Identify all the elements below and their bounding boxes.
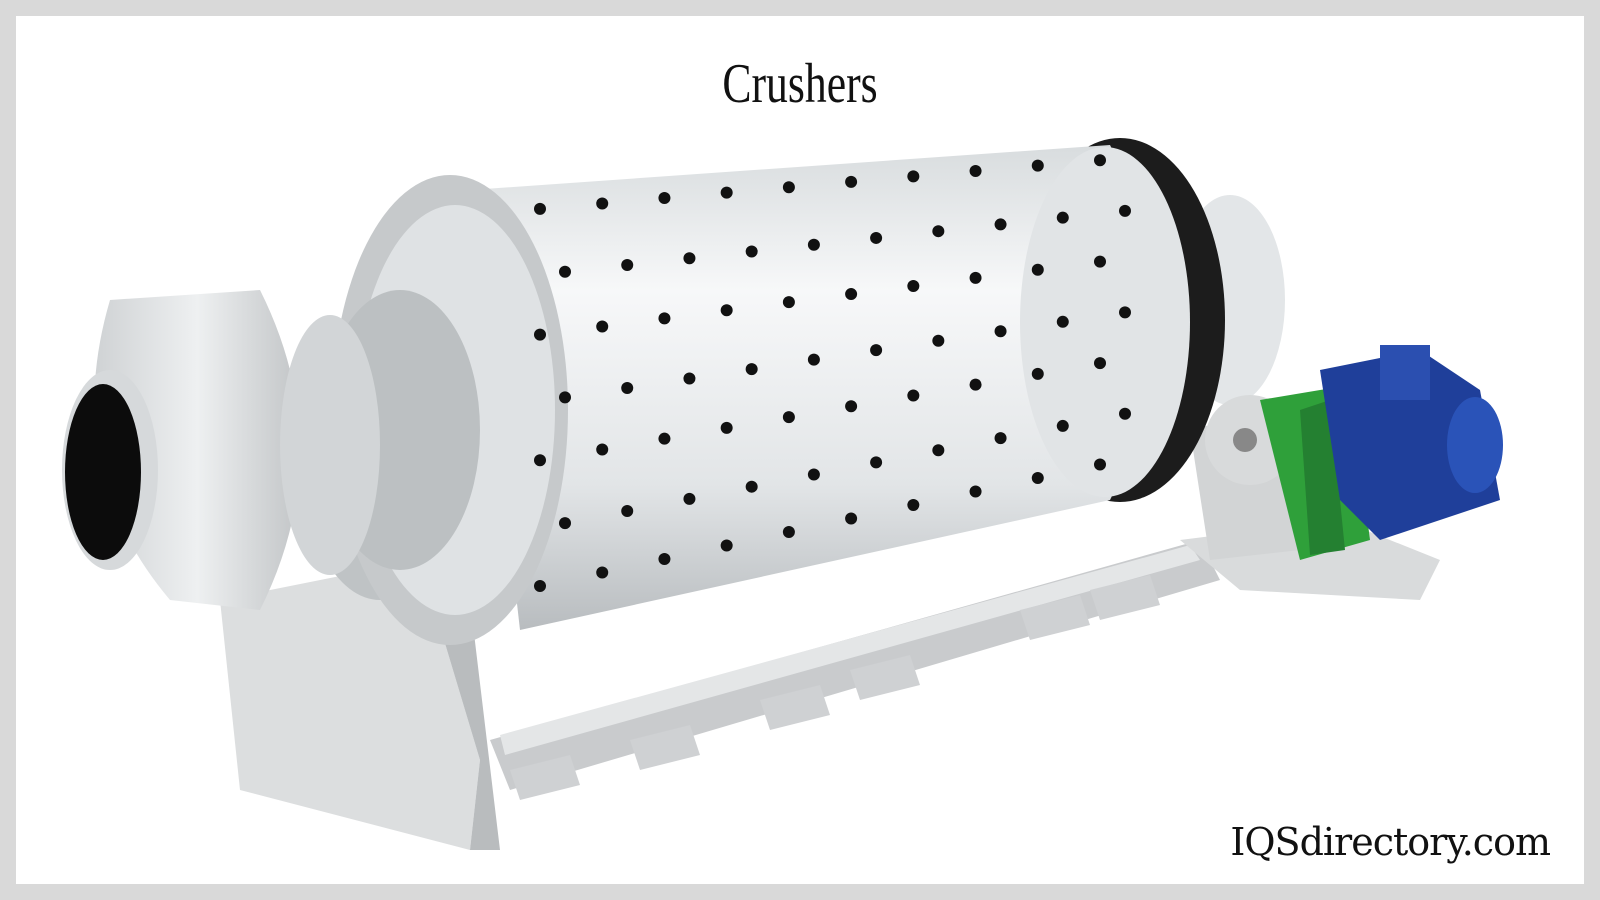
bolt: [683, 252, 696, 265]
foot-plate: [510, 755, 580, 800]
bolt: [907, 170, 920, 183]
bolt: [782, 181, 795, 194]
base-feet: [510, 575, 1160, 800]
bolt: [596, 320, 609, 333]
bolt: [745, 363, 758, 376]
bolt: [1094, 357, 1106, 370]
bolt: [1031, 159, 1044, 172]
mill-shell: [470, 145, 1155, 630]
bolt: [658, 312, 671, 325]
bolt: [1119, 204, 1131, 217]
bolt: [534, 202, 546, 215]
liner-bolts: [534, 154, 1131, 592]
bolt: [534, 328, 546, 341]
feed-opening: [65, 384, 141, 560]
bolt: [782, 526, 795, 538]
bolt: [807, 353, 820, 366]
bolt: [907, 499, 920, 511]
bolt: [683, 492, 696, 505]
bolt: [782, 296, 795, 309]
bolt: [534, 454, 546, 467]
bolt: [845, 512, 858, 525]
bolt: [1056, 315, 1069, 328]
page-title: Crushers: [722, 53, 878, 115]
brand-watermark: IQSdirectory.com: [1230, 820, 1551, 864]
bolt: [1031, 263, 1044, 276]
bolt: [870, 231, 883, 244]
bolt: [845, 175, 858, 188]
bolt: [845, 288, 858, 301]
bolt: [596, 197, 609, 210]
motor: [1320, 350, 1500, 540]
bolt: [534, 580, 546, 592]
bolt: [969, 165, 982, 178]
bolt: [782, 411, 795, 424]
bolt: [932, 444, 945, 457]
bolt: [559, 391, 571, 404]
bolt: [1031, 367, 1044, 380]
bolt: [969, 378, 982, 391]
bolt: [870, 456, 883, 469]
bolt: [745, 480, 758, 493]
bolt: [720, 304, 733, 317]
bolt: [720, 421, 733, 434]
bolt: [683, 372, 696, 385]
bolt: [596, 566, 609, 579]
bolt: [907, 279, 920, 292]
bolt: [621, 258, 634, 271]
drive-unit: [1205, 345, 1503, 560]
bolt: [932, 225, 945, 238]
bolt: [807, 238, 820, 251]
bolt: [907, 389, 920, 402]
bolt: [720, 539, 733, 552]
bolt: [1056, 419, 1069, 432]
foot-plate: [760, 685, 830, 730]
bolt: [621, 504, 634, 517]
bolt: [1031, 472, 1044, 484]
bolt: [994, 432, 1007, 445]
ball-mill-illustration: [62, 138, 1503, 850]
image-canvas: Crushers IQSdirectory.com: [16, 16, 1584, 884]
bolt: [969, 271, 982, 284]
bolt: [845, 400, 858, 413]
bolt: [720, 186, 733, 199]
bolt: [932, 334, 945, 347]
bolt: [1056, 211, 1069, 224]
bolt: [1094, 255, 1106, 268]
bolt: [559, 517, 571, 530]
bolt: [658, 553, 671, 565]
bolt: [1094, 458, 1106, 471]
bolt: [1094, 154, 1106, 167]
foot-plate: [1090, 575, 1160, 620]
bolt: [658, 432, 671, 445]
bolt: [596, 443, 609, 456]
bolt: [807, 468, 820, 481]
bolt: [658, 192, 671, 205]
bolt: [745, 245, 758, 258]
bolt: [969, 485, 982, 498]
foot-plate: [850, 655, 920, 700]
foot-plate: [1020, 595, 1090, 640]
bolt: [994, 218, 1007, 231]
bolt: [1119, 407, 1131, 420]
bolt: [994, 325, 1007, 338]
bolt: [1119, 306, 1131, 319]
bolt: [870, 344, 883, 357]
base-frame: [220, 410, 1440, 850]
bolt: [621, 381, 634, 394]
foot-plate: [630, 725, 700, 770]
bolt: [559, 265, 571, 278]
